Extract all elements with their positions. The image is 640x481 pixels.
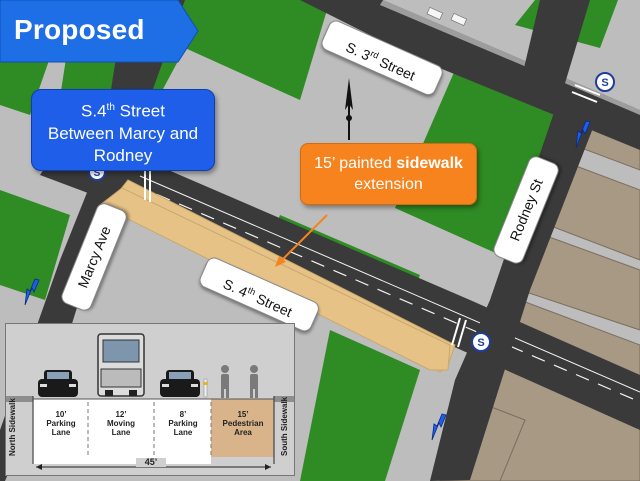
lane-name: Lane — [111, 428, 131, 437]
title-line-1-main: S.4 — [81, 101, 107, 121]
north-arrow-icon — [345, 78, 353, 140]
title-box: S.4th Street Between Marcy and Rodney — [31, 89, 215, 171]
parked-vehicles — [426, 7, 468, 26]
park-block-southwest — [0, 190, 70, 300]
crosswalk — [144, 84, 601, 348]
lane-width: 12’ — [115, 410, 127, 419]
callout-pointer — [279, 214, 328, 263]
title-line-3: Rodney — [93, 145, 153, 165]
title-line-1: S.4th Street — [32, 97, 214, 123]
pedestrian-icon — [221, 365, 229, 398]
lane-label-parking-right: 8’ Parking Lane — [158, 410, 208, 437]
subway-station-icon: S — [595, 72, 615, 92]
pedestrian-area-fill — [211, 399, 274, 457]
road-rodney-st — [430, 95, 600, 481]
bollard-icons — [203, 378, 208, 398]
lane-name: Parking — [46, 419, 76, 428]
lane-line — [139, 175, 640, 393]
title-line-1-sup: th — [106, 102, 115, 113]
road-s-4th-street — [120, 160, 640, 430]
street-label-text: S. 4 — [220, 275, 251, 301]
lane-line — [134, 184, 640, 403]
park-block-south — [300, 330, 420, 481]
lane-width: 10’ — [55, 410, 67, 419]
callout-line-2: extension — [354, 176, 423, 193]
lane-label-moving: 12’ Moving Lane — [96, 410, 146, 437]
south-sidewalk-label: South Sidewalk — [280, 396, 289, 456]
total-width-label: 45’ — [136, 458, 166, 467]
lane-label-pedestrian-area: 15’ Pedestrian Area — [213, 410, 273, 437]
lane-name: Pedestrian — [222, 419, 264, 428]
lane-name: Moving — [107, 419, 135, 428]
callout-line-1: 15’ painted sidewalk — [301, 153, 476, 174]
svg-text:S: S — [601, 77, 608, 89]
lane-name: Parking — [168, 419, 198, 428]
proposed-label: Proposed — [14, 14, 145, 45]
subway-station-icon: S — [471, 332, 491, 352]
lane-label-parking-left: 10’ Parking Lane — [36, 410, 86, 437]
lane-name: Lane — [51, 428, 71, 437]
lane-width: 8’ — [179, 410, 187, 419]
svg-text:S: S — [477, 337, 484, 349]
proposed-tab: Proposed — [0, 0, 198, 62]
street-cross-section: North Sidewalk South Sidewalk 10’ Parkin… — [5, 323, 295, 476]
lane-name: Lane — [173, 428, 193, 437]
pedestrian-icon — [250, 365, 258, 398]
callout-text: 15’ painted — [314, 155, 397, 172]
svg-text:S: S — [94, 168, 101, 179]
street-label-text: S. 3 — [343, 38, 373, 64]
lane-width: 15’ — [237, 410, 249, 419]
car-icon — [38, 370, 78, 397]
lane-name: Area — [234, 428, 252, 437]
callout-bold-text: sidewalk — [396, 155, 463, 172]
sidewalk-extension-callout: 15’ painted sidewalk extension — [300, 143, 477, 205]
cross-section-drawing — [6, 324, 294, 475]
car-icon — [160, 370, 200, 397]
one-way-arrow-icon — [24, 120, 591, 441]
north-sidewalk-label: North Sidewalk — [8, 398, 17, 456]
title-line-2: Between Marcy and — [47, 123, 199, 143]
title-line-1-rest: Street — [114, 101, 165, 121]
truck-icon — [97, 333, 145, 397]
proposed-tab-shape — [0, 0, 199, 63]
